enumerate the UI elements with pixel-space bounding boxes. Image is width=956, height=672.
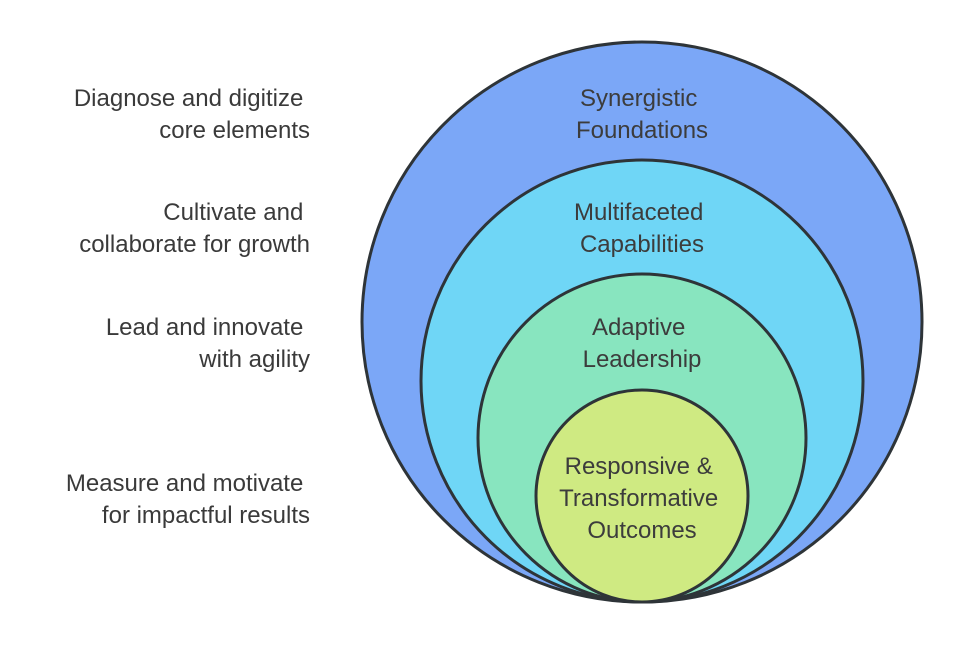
description-line: Lead and innovate — [106, 314, 304, 341]
description-line: Measure and motivate — [66, 470, 303, 497]
label-responsive-outcomes: Responsive & Transformative Outcomes — [559, 453, 725, 544]
label-line: Outcomes — [587, 517, 696, 544]
label-line: Capabilities — [580, 231, 704, 258]
label-line: Multifaceted — [574, 199, 703, 226]
description-line: Cultivate and — [163, 199, 303, 226]
label-synergistic-foundations: Synergistic Foundations — [576, 85, 708, 144]
description-line: core elements — [159, 117, 310, 144]
label-line: Leadership — [583, 346, 702, 373]
circle-responsive-outcomes — [534, 388, 750, 604]
layer-responsive-outcomes: Responsive & Transformative Outcomes — [534, 388, 750, 604]
label-adaptive-leadership: Adaptive Leadership — [583, 314, 702, 373]
description-cultivate: Cultivate and collaborate for growth — [79, 199, 310, 258]
label-line: Responsive & — [565, 453, 713, 480]
description-line: for impactful results — [102, 502, 310, 529]
label-line: Adaptive — [592, 314, 685, 341]
label-line: Synergistic — [580, 85, 697, 112]
description-measure: Measure and motivate for impactful resul… — [66, 470, 310, 529]
label-line: Foundations — [576, 117, 708, 144]
description-diagnose: Diagnose and digitize core elements — [74, 85, 310, 144]
label-line: Transformative — [559, 485, 718, 512]
description-line: collaborate for growth — [79, 231, 310, 258]
description-lead: Lead and innovate with agility — [106, 314, 310, 373]
description-line: with agility — [198, 346, 310, 373]
description-line: Diagnose and digitize — [74, 85, 304, 112]
label-multifaceted-capabilities: Multifaceted Capabilities — [574, 199, 710, 258]
